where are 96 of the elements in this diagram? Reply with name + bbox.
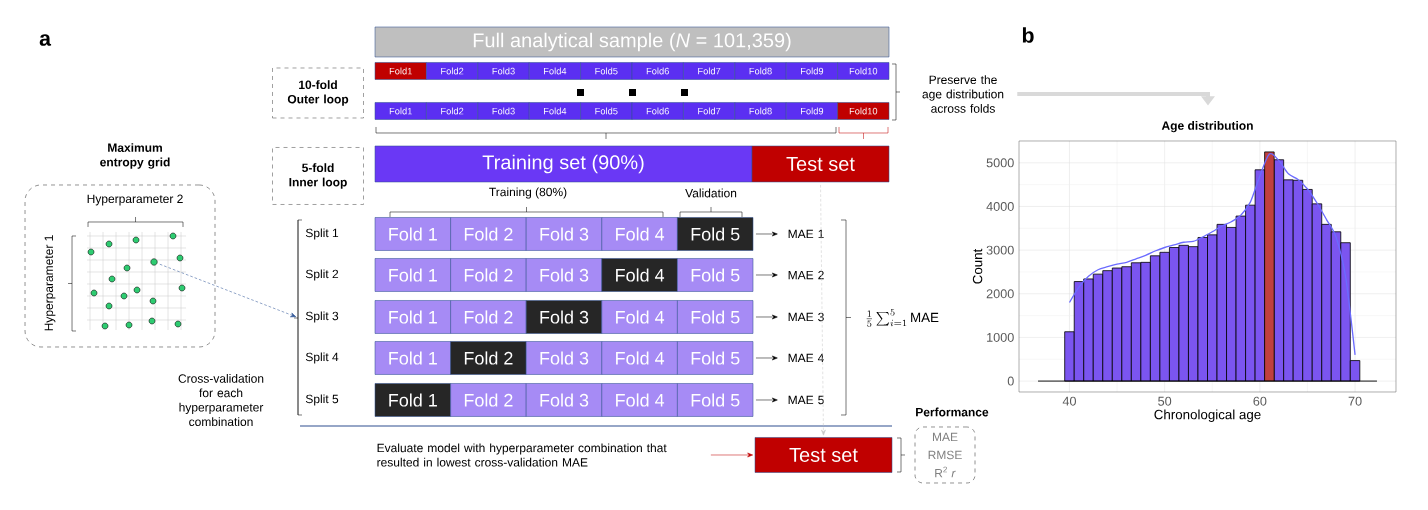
fold-box: Fold 1: [374, 300, 451, 334]
fold-box: Fold 4: [601, 383, 678, 417]
fold-box: Fold10: [837, 62, 890, 80]
panel-letter: b: [1022, 27, 1034, 43]
test-set-box: Test set: [754, 437, 893, 473]
bracket: [293, 219, 303, 416]
fold-box: Fold2: [426, 62, 479, 80]
fold-box: Fold 3: [525, 217, 603, 251]
line-series: [1068, 153, 1356, 356]
x-tick-label: 60: [1253, 396, 1267, 406]
y-tick-label: 2000: [986, 289, 1014, 299]
fold-box: Fold8: [734, 102, 787, 120]
fold-box: Fold9: [785, 62, 838, 80]
fold-box: Fold 2: [450, 217, 527, 251]
axis-label: Hyperparameter 1: [44, 235, 56, 331]
fold-box: Fold 3: [525, 383, 603, 417]
fold-box: Fold 3: [525, 258, 603, 292]
arrow: [755, 272, 778, 278]
fold-box: Fold 4: [601, 300, 678, 334]
test-set-box: Test set: [751, 145, 890, 183]
fold-box: Fold7: [683, 102, 736, 120]
fold-box: Fold 4: [601, 217, 678, 251]
panel-heading: Performance: [916, 407, 989, 417]
arrow: [755, 397, 778, 403]
fold-box: Fold7: [683, 62, 736, 80]
metric-label: MAE 4: [788, 353, 824, 363]
fold-box: Fold4: [528, 62, 581, 80]
panel-heading: Maximum entropy grid: [100, 143, 170, 169]
note-text: Cross-validation for each hyperparameter combination: [178, 374, 264, 426]
fold-box: Fold4: [528, 102, 581, 120]
loop-label-box: 5-fold Inner loop: [272, 147, 364, 205]
panel-letter: a: [39, 34, 52, 46]
fold-box: Fold 5: [677, 258, 754, 292]
metric-label: MAE 2: [788, 270, 824, 280]
fold-box: Fold 2: [450, 383, 527, 417]
fold-box: Fold6: [631, 102, 684, 120]
loop-label-box: 10-fold Outer loop: [272, 67, 364, 119]
grid-point: [150, 258, 158, 266]
axis-label: Hyperparameter 2: [87, 194, 183, 206]
fold-box: Fold10: [837, 102, 890, 120]
arrow: [159, 263, 297, 318]
arrow: [710, 452, 753, 458]
metric-label: MAE: [933, 432, 958, 442]
fold-box: Fold 2: [450, 341, 527, 375]
fold-box: Fold 2: [450, 300, 527, 334]
note-text: Preserve the age distribution across folds: [922, 75, 1004, 113]
section-label: Validation: [685, 188, 737, 198]
fold-box: Fold 5: [677, 341, 754, 375]
metric-label: MAE 1: [788, 229, 824, 239]
split-label: Split 1: [305, 228, 339, 240]
fold-box: Fold5: [580, 102, 633, 120]
metric-label: MAE 3: [788, 312, 824, 322]
fold-box: Fold9: [785, 102, 838, 120]
fold-box: Fold 1: [374, 341, 451, 375]
y-tick-label: 0: [1007, 376, 1014, 386]
fold-box: Fold6: [631, 62, 684, 80]
arrow: [755, 231, 778, 237]
metric-label: MAE 5: [788, 395, 824, 405]
fold-box: Fold 4: [601, 258, 678, 292]
arrow: [755, 314, 778, 320]
fold-box: Fold 3: [525, 341, 603, 375]
y-tick-label: 3000: [986, 245, 1014, 255]
sample-box: Full analytical sample (N = 101,359): [374, 26, 890, 58]
fold-box: Fold 1: [374, 217, 451, 251]
x-tick-label: 50: [1158, 396, 1172, 406]
fold-box: Fold5: [580, 62, 633, 80]
y-tick-label: 1000: [987, 332, 1014, 342]
fold-box: Fold 1: [374, 258, 451, 292]
x-axis-title: Chronological age: [1154, 409, 1261, 422]
fold-box: Fold 5: [677, 383, 754, 417]
metric-label: R$^{2}$ r: [935, 466, 956, 478]
fold-box: Fold 1: [374, 383, 451, 417]
fold-box: Fold8: [734, 62, 787, 80]
arrow: [820, 184, 826, 436]
x-tick-label: 70: [1348, 396, 1362, 406]
fold-box: Fold3: [477, 102, 530, 120]
fold-box: Fold 4: [601, 341, 678, 375]
fold-box: Fold3: [477, 62, 530, 80]
section-label: Training (80%): [489, 187, 567, 199]
metric-label: RMSE: [928, 450, 962, 460]
y-axis-title: Count: [972, 248, 983, 284]
fold-box: Fold 2: [450, 258, 527, 292]
arrow: [755, 355, 778, 361]
fold-box: Fold 3: [525, 300, 603, 334]
note-text: Evaluate model with hyperparameter combination that resulted in lowest cross-validation MAE: [377, 443, 667, 467]
fold-box: Fold1: [374, 102, 427, 120]
chart-title: Age distribution: [1161, 121, 1253, 133]
fold-box: Fold 5: [677, 217, 754, 251]
formula: $\frac{1}{5}\sum_{i=1}^{5}\mathrm{MAE}$: [866, 309, 939, 327]
fold-box: Fold2: [426, 102, 479, 120]
x-tick-label: 40: [1062, 396, 1076, 406]
y-tick-label: 5000: [986, 158, 1014, 168]
y-tick-label: 4000: [986, 201, 1014, 211]
training-set-box: Training set (90%): [374, 145, 753, 183]
fold-box: Fold 5: [677, 300, 754, 334]
fold-box: Fold1: [374, 62, 427, 80]
